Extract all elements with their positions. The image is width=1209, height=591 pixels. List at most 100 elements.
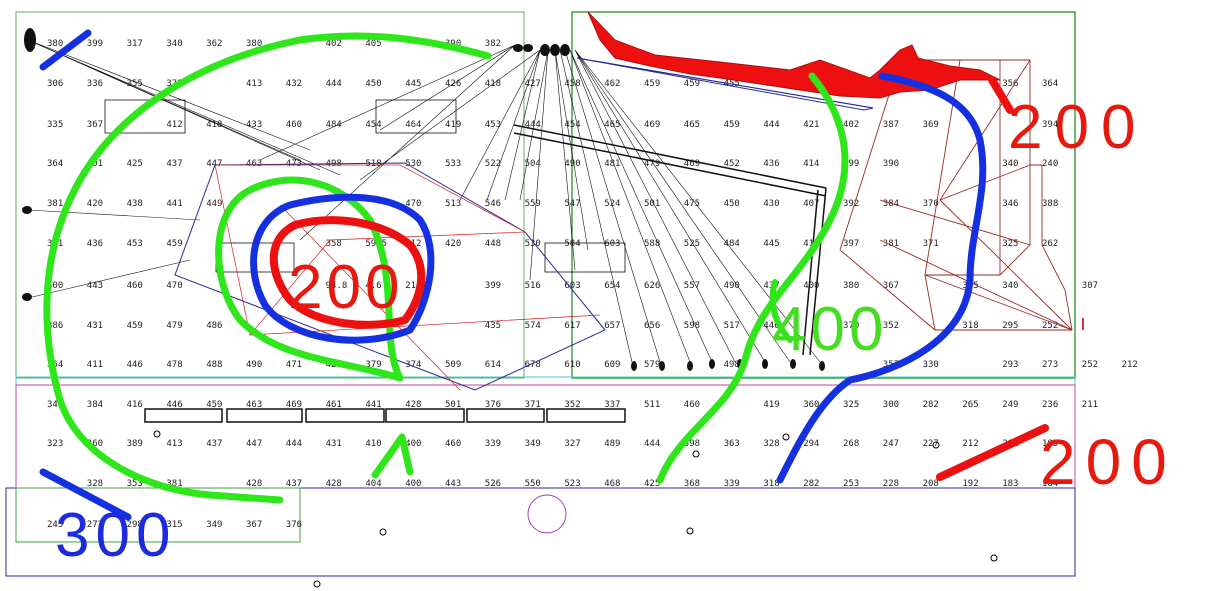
grid-value: 380 (843, 281, 859, 291)
grid-value: 349 (206, 520, 222, 530)
red-contours (269, 76, 1049, 481)
grid-value: 399 (485, 281, 501, 291)
grid-value: 300 (47, 281, 63, 291)
grid-value: 486 (206, 321, 222, 331)
grid-value: 484 (326, 120, 342, 130)
grid-value: 489 (604, 439, 620, 449)
grid-value: 306 (47, 79, 63, 89)
grid-value: 364 (47, 159, 63, 169)
grid-value: 433 (246, 120, 262, 130)
grid-value: 469 (286, 400, 302, 410)
grid-value: 490 (246, 360, 262, 370)
grid-value: 340 (166, 39, 182, 49)
grid-value: 471 (286, 360, 302, 370)
grid-value: 526 (485, 479, 501, 489)
grid-value: 460 (445, 439, 461, 449)
grid-value: 437 (286, 479, 302, 489)
grid-value: 443 (445, 479, 461, 489)
contour-line-green-tail (769, 279, 793, 343)
grid-value: 282 (803, 479, 819, 489)
green-contours (43, 32, 849, 504)
grid-value: 386 (47, 321, 63, 331)
grid-value: 450 (724, 199, 740, 209)
contour-label: 200 (1040, 426, 1177, 498)
grid-value: 212 (962, 439, 978, 449)
zone-navy-lower (5, 487, 1076, 577)
grid-value: 428 (405, 400, 421, 410)
grid-value: 432 (286, 79, 302, 89)
grid-value: 400 (803, 281, 819, 291)
grid-value: 453 (127, 239, 143, 249)
contour-label: 300 (55, 501, 176, 570)
grid-value: 598 (684, 321, 700, 331)
grid-value: 478 (166, 360, 182, 370)
grid-value: 418 (206, 120, 222, 130)
grid-value: 295 (1002, 321, 1018, 331)
grid-value: 454 (564, 120, 580, 130)
grid-value: 427 (525, 79, 541, 89)
small-marker (379, 528, 387, 536)
grid-value: 307 (1082, 281, 1098, 291)
grid-value: 401 (87, 159, 103, 169)
grid-value: 405 (365, 39, 381, 49)
grid-value: 436 (763, 159, 779, 169)
grid-value: 236 (1042, 400, 1058, 410)
grid-value: 268 (843, 439, 859, 449)
grid-value: 381 (47, 199, 63, 209)
grid-value: 368 (684, 479, 700, 489)
grid-value: 228 (883, 479, 899, 489)
grid-value: 448 (485, 239, 501, 249)
grid-value: 382 (485, 39, 501, 49)
grid-value: 452 (724, 159, 740, 169)
grid-value: 420 (87, 199, 103, 209)
small-marker (153, 430, 161, 438)
grid-value: 340 (1002, 281, 1018, 291)
grid-value: 609 (604, 360, 620, 370)
grid-value: 678 (525, 360, 541, 370)
grid-value: 328 (87, 479, 103, 489)
grid-value: 384 (87, 400, 103, 410)
grid-value: 654 (604, 281, 620, 291)
grid-value: 435 (485, 321, 501, 331)
grid-value: 336 (87, 79, 103, 89)
grid-value: 252 (1042, 321, 1058, 331)
grid-value: 370 (843, 321, 859, 331)
contour-line-blue-right (776, 72, 987, 484)
grid-value: 441 (166, 199, 182, 209)
grid-value: 446 (166, 400, 182, 410)
grid-value: 444 (286, 439, 302, 449)
grid-value: 407 (803, 199, 819, 209)
rect-box (375, 99, 457, 134)
grid-value: 227 (923, 439, 939, 449)
grid-value: 460 (684, 400, 700, 410)
zone-green-outline-right (571, 11, 1076, 379)
grid-value: 462 (604, 79, 620, 89)
fan-lines (27, 39, 821, 363)
grid-value: 470 (166, 281, 182, 291)
boundary-outlines (5, 11, 1076, 588)
rect-box (104, 99, 186, 134)
grid-value: 245 (47, 520, 63, 530)
small-marker (990, 554, 998, 562)
small-marker (686, 527, 694, 535)
grid-value: 273 (1042, 360, 1058, 370)
grid-value: 533 (445, 159, 461, 169)
grid-value: 192 (962, 479, 978, 489)
grid-value: 252 (1082, 360, 1098, 370)
contour-line-red-inner (269, 216, 426, 329)
grid-value: 416 (803, 239, 819, 249)
grid-value: 475 (684, 199, 700, 209)
grid-value: 294 (803, 439, 819, 449)
grid-value: 437 (206, 439, 222, 449)
grid-value: 501 (644, 199, 660, 209)
grid-value: 94.8 (326, 281, 348, 291)
grid-value: 293 (1002, 360, 1018, 370)
grid-value: 390 (883, 159, 899, 169)
grid-value: 402 (326, 39, 342, 49)
grid-value: 437 (166, 159, 182, 169)
grid-value: 389 (127, 439, 143, 449)
grid-value: 516 (525, 281, 541, 291)
contour-line-blue-bottomleft (39, 468, 132, 521)
grid-value: 325 (843, 400, 859, 410)
grid-value: 459 (724, 120, 740, 130)
